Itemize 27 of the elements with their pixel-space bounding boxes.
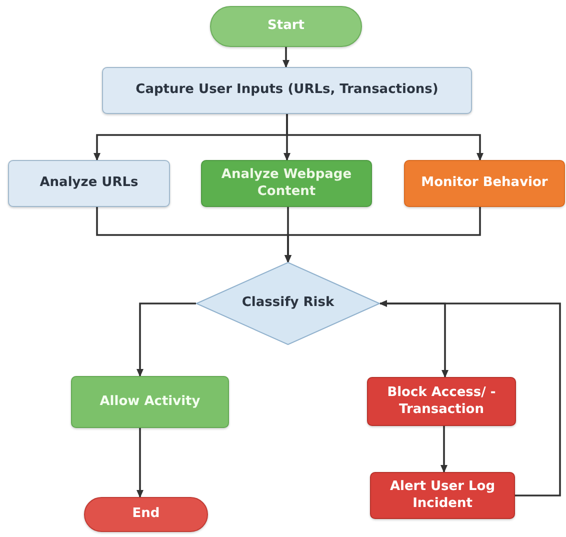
arrow — [284, 207, 481, 263]
node-label: Analyze URLs — [38, 175, 140, 192]
end-terminal — [84, 497, 208, 532]
node-label: Classify Risk — [240, 295, 336, 312]
process-box — [71, 376, 229, 428]
process-box — [102, 67, 472, 114]
decision-diamond — [196, 262, 380, 345]
process-box — [404, 160, 565, 207]
node-label: Start — [266, 18, 306, 35]
process-box — [201, 160, 372, 207]
node-label: Block Access/ -Transaction — [386, 385, 497, 418]
node-label: Monitor Behavior — [420, 175, 549, 192]
node-label: Alert User Log Incident — [388, 479, 496, 512]
arrow — [282, 47, 290, 68]
node-label: End — [131, 506, 161, 523]
process-box — [367, 377, 516, 426]
process-box — [370, 472, 515, 519]
arrow — [286, 114, 484, 161]
node-label: Allow Activity — [98, 394, 202, 410]
arrow — [136, 428, 144, 498]
start-terminal — [210, 6, 362, 47]
node-label: Capture User Inputs (URLs, Transactions) — [134, 82, 440, 99]
process-box — [8, 160, 170, 207]
arrow — [440, 426, 448, 473]
arrow — [136, 302, 196, 377]
arrow — [379, 300, 561, 496]
node-label: Analyze Webpage Content — [220, 167, 353, 200]
